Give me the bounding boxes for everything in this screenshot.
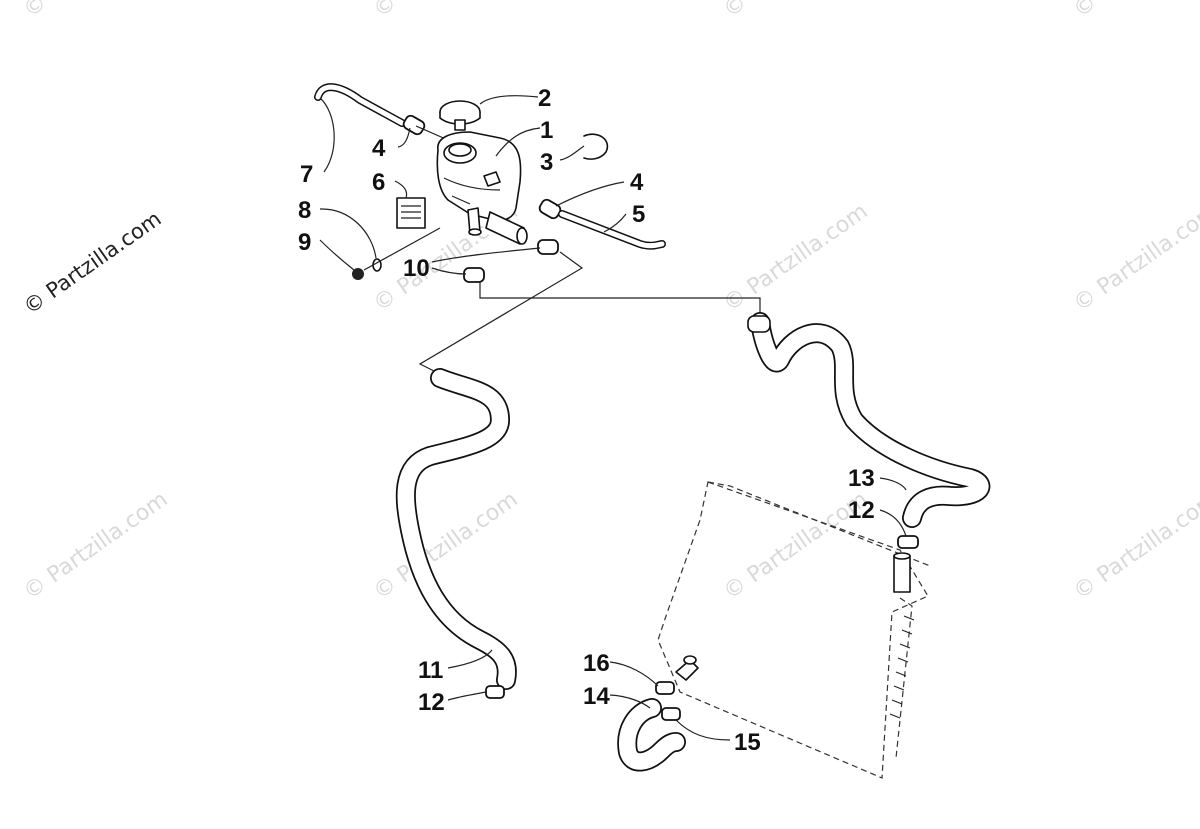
retainer-ring-3[interactable]	[583, 133, 609, 160]
clamp-10-b[interactable]	[463, 267, 485, 283]
callout-8: 8	[298, 197, 311, 224]
callout-16: 16	[583, 650, 610, 677]
callout-12-right: 12	[848, 497, 875, 524]
coolant-reservoir-tank[interactable]	[436, 131, 528, 245]
callout-13: 13	[848, 465, 875, 492]
callout-3: 3	[540, 149, 553, 176]
callout-2: 2	[538, 85, 551, 112]
callout-12-left: 12	[418, 689, 445, 716]
clamp-12-right[interactable]	[897, 535, 919, 549]
bypass-hose-14[interactable]	[617, 698, 686, 772]
watermark-main: © Partzilla.com	[19, 206, 166, 319]
watermark: © Partzilla.com	[369, 487, 522, 605]
nut-9[interactable]	[352, 227, 441, 280]
callout-10: 10	[403, 255, 430, 282]
watermark: © Partzilla.com	[19, 0, 172, 23]
callout-15: 15	[734, 729, 761, 756]
watermark: © Partzilla.com	[1069, 0, 1200, 23]
callout-11: 11	[418, 657, 443, 684]
lower-hose-11[interactable]	[395, 368, 517, 690]
callout-7: 7	[300, 161, 313, 188]
callout-labels: 1 2 3 4 4 5 6 7 8 9 10 11 12 12 13 14 15…	[298, 85, 875, 756]
assembly-connector-line	[418, 251, 584, 375]
callout-14: 14	[583, 683, 610, 710]
watermark: © Partzilla.com	[19, 487, 172, 605]
upper-hose-13[interactable]	[747, 312, 991, 528]
watermark-grid: © Partzilla.com © Partzilla.com © Partzi…	[19, 0, 1200, 605]
radiator-cap-2[interactable]	[439, 100, 481, 131]
clamp-16[interactable]	[655, 681, 675, 695]
callout-4-right: 4	[630, 169, 644, 196]
overflow-hose-7[interactable]	[314, 83, 406, 127]
watermark: © Partzilla.com	[369, 0, 522, 23]
watermark: © Partzilla.com	[719, 0, 872, 23]
callout-9: 9	[298, 229, 311, 256]
watermark: © Partzilla.com	[719, 199, 872, 317]
callout-1: 1	[540, 117, 553, 144]
vent-hose-5[interactable]	[558, 210, 666, 250]
callout-6: 6	[372, 169, 385, 196]
watermark: © Partzilla.com	[1069, 487, 1200, 605]
clamp-12-left[interactable]	[485, 685, 505, 699]
leader-lines	[319, 95, 907, 741]
assembly-connector-line	[479, 282, 761, 316]
clamp-4-right[interactable]	[538, 198, 562, 220]
clamp-10-a[interactable]	[537, 239, 559, 255]
warning-label-6[interactable]	[396, 197, 426, 229]
callout-4-left: 4	[372, 135, 386, 162]
watermark: © Partzilla.com	[1069, 199, 1200, 317]
clamp-15[interactable]	[661, 707, 681, 721]
radiator	[657, 481, 931, 779]
callout-5: 5	[632, 201, 645, 228]
